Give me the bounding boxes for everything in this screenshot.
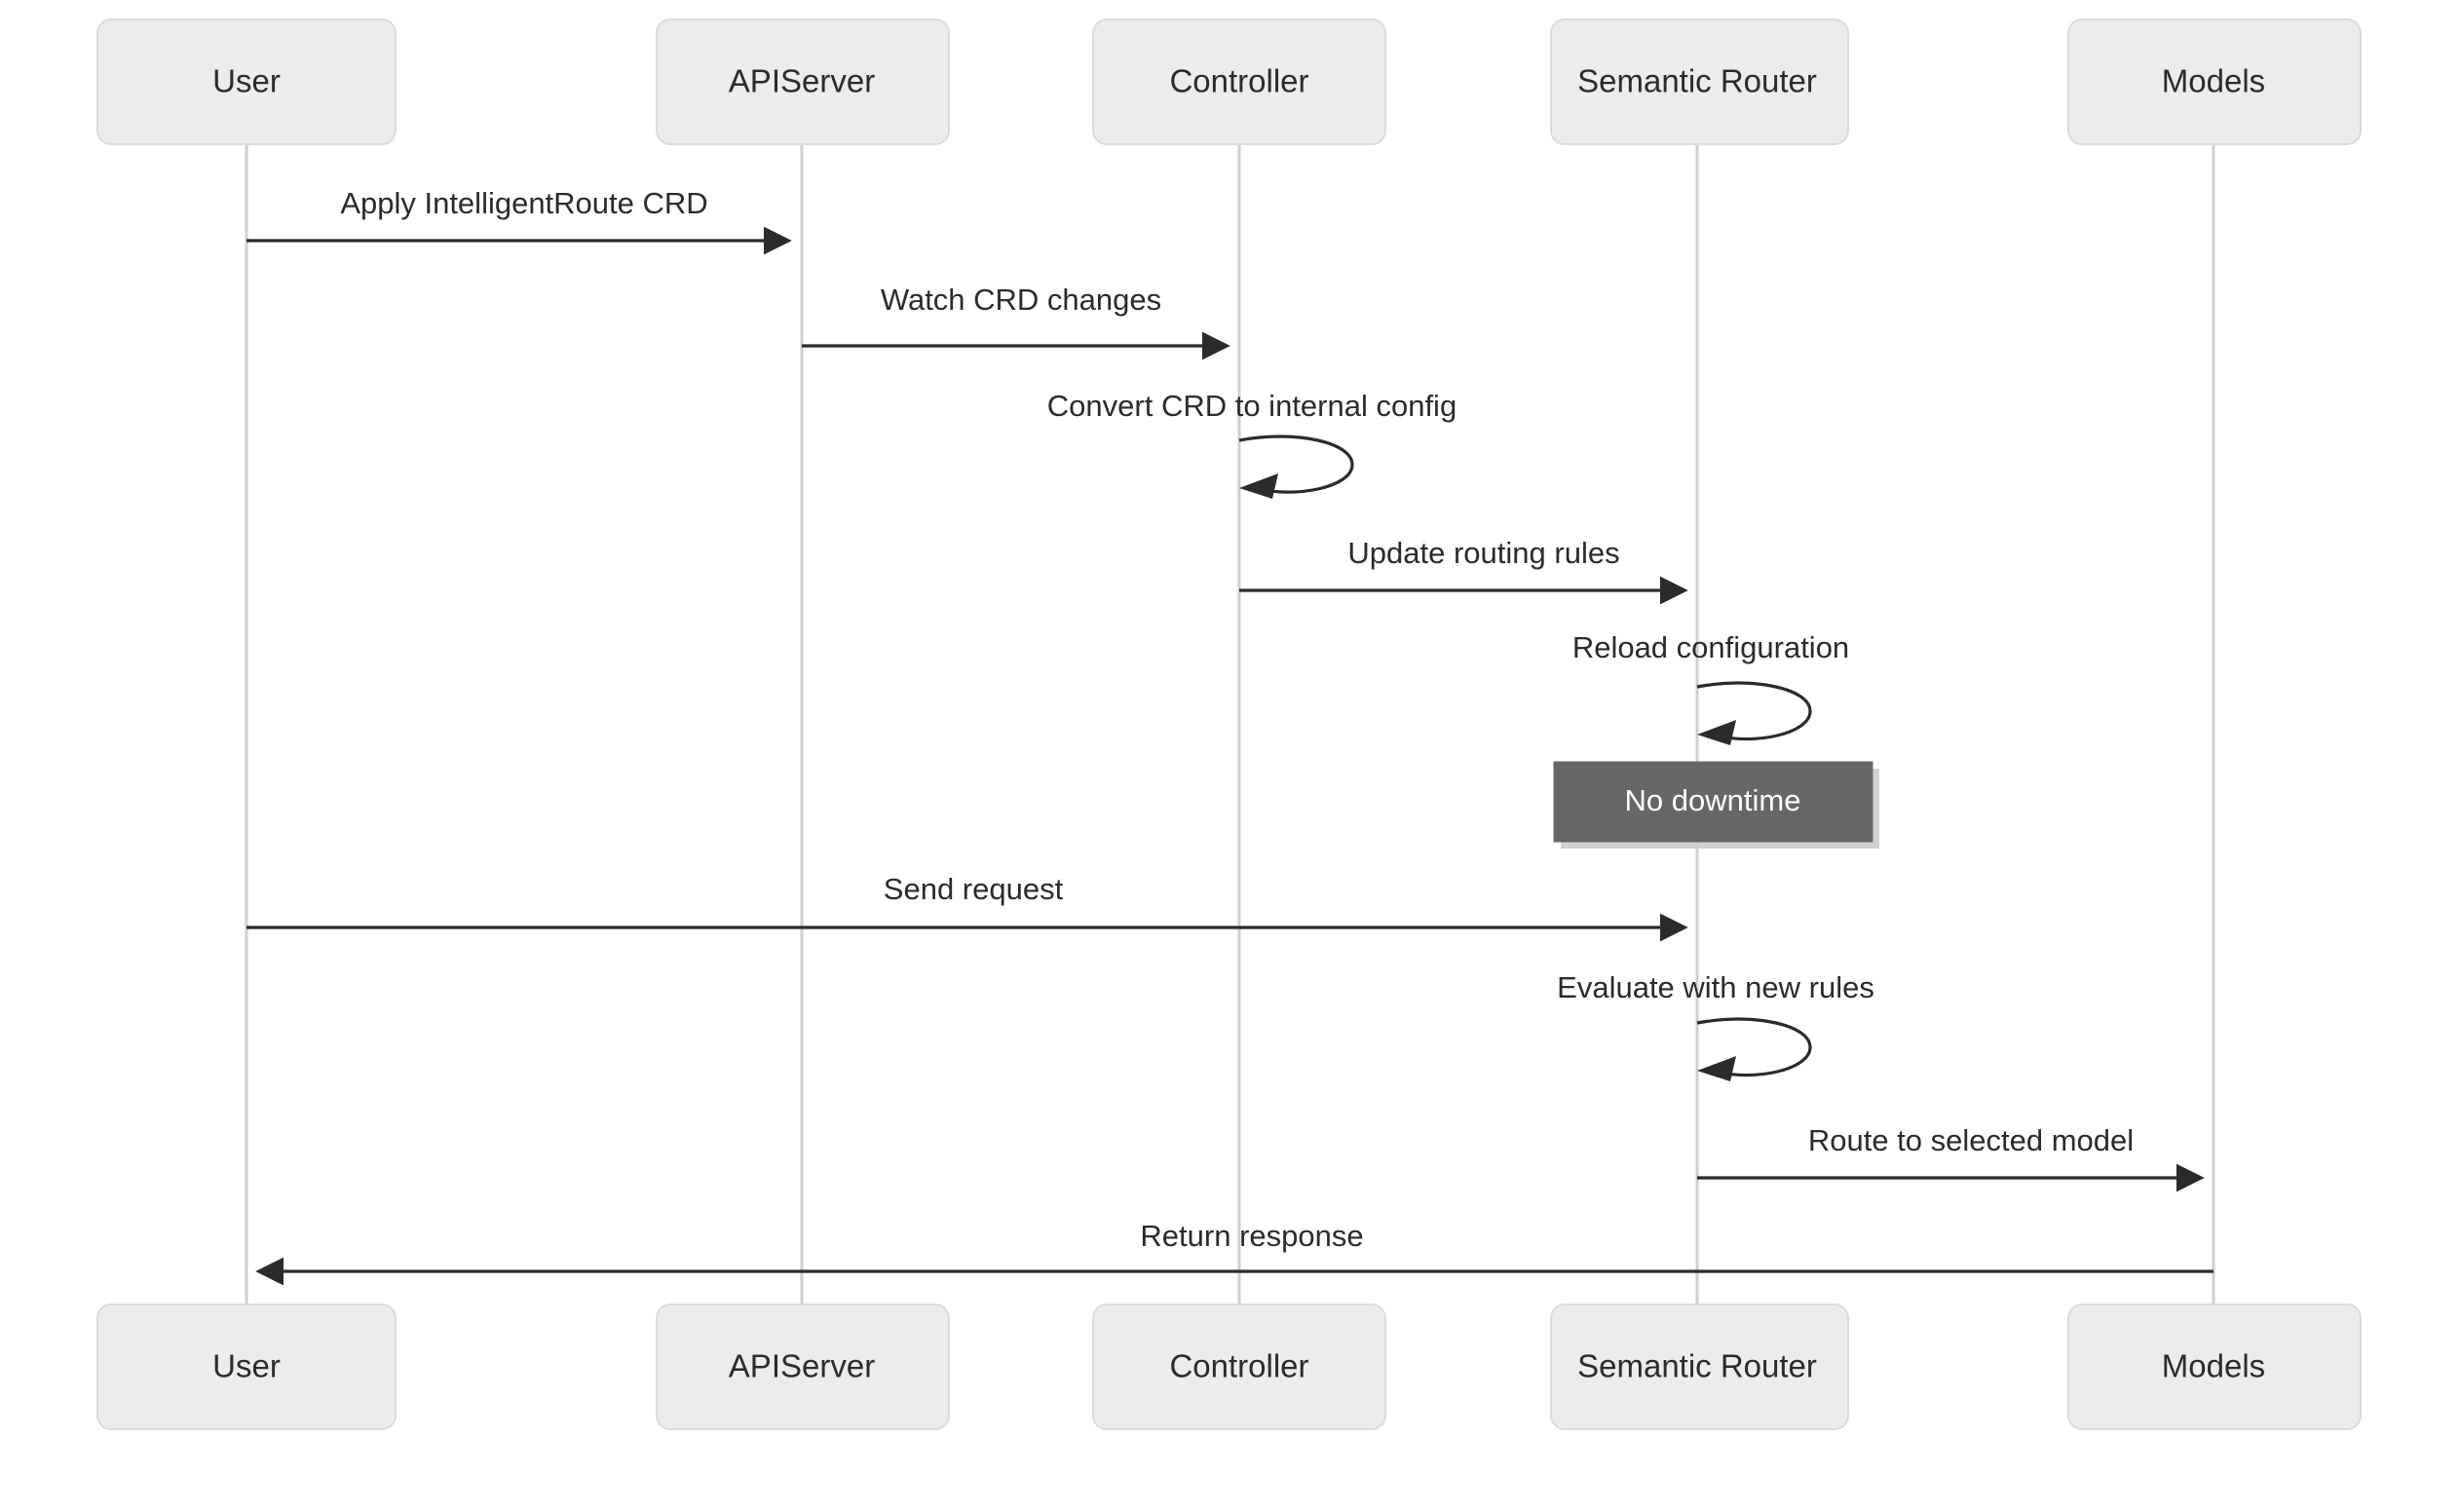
message-selfloop-4[interactable]: [1696, 681, 1812, 741]
message-reload-configuration[interactable]: Reload configuration: [1572, 630, 1849, 745]
actor-rect-models-bottom[interactable]: [2067, 1304, 2362, 1430]
actor-boxes-bottom: User APIServer Controller Semantic Route…: [96, 1304, 2362, 1430]
actor-rect-user-bottom[interactable]: [96, 1304, 397, 1430]
message-label-6: Evaluate with new rules: [1557, 970, 1874, 1004]
actor-box-controller-top[interactable]: Controller: [1092, 19, 1386, 145]
note-no-downtime[interactable]: No downtime: [1553, 761, 1879, 849]
actor-rect-controller-top[interactable]: [1092, 19, 1386, 145]
message-selfloop-arrowhead-6: [1697, 1056, 1736, 1081]
message-selfloop-6[interactable]: [1696, 1017, 1812, 1077]
actor-rect-apiserver-top[interactable]: [656, 19, 950, 145]
actor-rect-user-top[interactable]: [96, 19, 397, 145]
actor-boxes-top: User APIServer Controller Semantic Route…: [96, 19, 2362, 145]
message-label-2: Convert CRD to internal config: [1047, 389, 1456, 423]
message-watch-crd-changes[interactable]: Watch CRD changes: [802, 283, 1230, 360]
message-evaluate-with-new-rules[interactable]: Evaluate with new rules: [1557, 970, 1874, 1081]
message-update-routing-rules[interactable]: Update routing rules: [1239, 536, 1688, 605]
actor-box-user-bottom[interactable]: User: [96, 1304, 397, 1430]
actor-box-user-top[interactable]: User: [96, 19, 397, 145]
actor-box-apiserver-bottom[interactable]: APIServer: [656, 1304, 950, 1430]
message-apply-intelligentroute-crd[interactable]: Apply IntelligentRoute CRD: [246, 186, 792, 255]
actor-box-models-top[interactable]: Models: [2067, 19, 2362, 145]
message-selfloop-2[interactable]: [1238, 435, 1354, 494]
message-label-0: Apply IntelligentRoute CRD: [340, 186, 707, 220]
note-rect-no-downtime[interactable]: [1553, 761, 1873, 843]
actor-label-router-top: Semantic Router: [1577, 63, 1817, 99]
actor-box-router-top[interactable]: Semantic Router: [1550, 19, 1849, 145]
message-convert-crd-to-internal-config[interactable]: Convert CRD to internal config: [1047, 389, 1456, 499]
actor-label-controller-bottom: Controller: [1169, 1348, 1308, 1384]
actor-label-router-bottom: Semantic Router: [1577, 1348, 1817, 1384]
message-label-3: Update routing rules: [1347, 536, 1619, 570]
message-selfloop-arrowhead-2: [1239, 473, 1278, 499]
actor-label-apiserver-top: APIServer: [729, 63, 875, 99]
actor-label-models-bottom: Models: [2162, 1348, 2265, 1384]
actor-box-models-bottom[interactable]: Models: [2067, 1304, 2362, 1430]
actor-label-user-bottom: User: [212, 1348, 281, 1384]
actor-label-controller-top: Controller: [1169, 63, 1308, 99]
message-label-7: Route to selected model: [1808, 1123, 2134, 1157]
actor-rect-router-bottom[interactable]: [1550, 1304, 1849, 1430]
actor-label-models-top: Models: [2162, 63, 2265, 99]
message-selfloop-arrowhead-4: [1697, 720, 1736, 745]
message-label-4: Reload configuration: [1572, 630, 1849, 664]
actor-rect-models-top[interactable]: [2067, 19, 2362, 145]
message-return-response[interactable]: Return response: [255, 1219, 2213, 1286]
lifelines: [245, 143, 2215, 1304]
message-send-request[interactable]: Send request: [246, 872, 1688, 942]
actor-rect-controller-bottom[interactable]: [1092, 1304, 1386, 1430]
actor-rect-apiserver-bottom[interactable]: [656, 1304, 950, 1430]
message-label-1: Watch CRD changes: [881, 283, 1161, 317]
message-label-8: Return response: [1140, 1219, 1363, 1253]
actor-label-apiserver-bottom: APIServer: [729, 1348, 875, 1384]
actor-rect-router-top[interactable]: [1550, 19, 1849, 145]
actor-box-apiserver-top[interactable]: APIServer: [656, 19, 950, 145]
message-route-to-selected-model[interactable]: Route to selected model: [1697, 1123, 2205, 1192]
actor-label-user-top: User: [212, 63, 281, 99]
note-label-no-downtime: No downtime: [1625, 783, 1801, 817]
actor-box-controller-bottom[interactable]: Controller: [1092, 1304, 1386, 1430]
message-label-5: Send request: [884, 872, 1064, 906]
actor-box-router-bottom[interactable]: Semantic Router: [1550, 1304, 1849, 1430]
